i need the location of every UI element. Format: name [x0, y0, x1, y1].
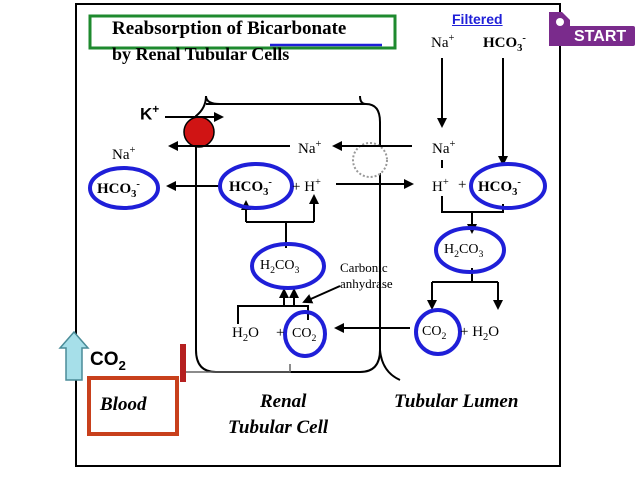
blood-na-label: Na+	[112, 145, 136, 163]
cell-membrane-bottom-right	[379, 349, 401, 381]
lumen-hco3-label: HCO3-	[478, 177, 521, 198]
lumen-label: Tubular Lumen	[394, 391, 519, 412]
start-button-shape[interactable]	[549, 12, 635, 46]
cell-hco3-highlight	[218, 162, 294, 210]
co2-exit-barrier	[180, 344, 186, 382]
cell-na-label: Na+	[298, 139, 322, 157]
lumen-plus-sign: +	[458, 177, 467, 193]
diagram-title: Reabsorption of Bicarbonate	[112, 19, 346, 38]
filtered-hco3: HCO3-	[483, 33, 526, 54]
blood-label: Blood	[100, 394, 147, 415]
cell-plus-sign: +	[276, 325, 285, 341]
cell-h-label: + H+	[292, 177, 321, 195]
na-cotransporter	[352, 142, 388, 178]
potassium-pump	[183, 116, 215, 148]
cell-membrane-top-right	[359, 95, 367, 105]
cell-label-line1: Renal	[260, 391, 307, 412]
enzyme-label-line1: Carbonic	[340, 260, 388, 275]
filtered-na: Na+	[431, 33, 455, 51]
co2-up-arrow	[58, 330, 90, 381]
lumen-na-label: Na+	[432, 139, 456, 157]
co2-exit-label: CO2	[90, 349, 126, 373]
lumen-h2o-label: + H2O	[460, 324, 500, 343]
filtered-link[interactable]: Filtered	[452, 11, 503, 27]
blood-hco3-highlight	[88, 166, 160, 210]
lumen-co2-highlight	[414, 308, 462, 356]
cell-co2-label: CO2	[292, 326, 317, 344]
co2-exit-line	[186, 364, 291, 373]
start-button[interactable]: START	[574, 28, 627, 45]
cell-co2-highlight	[283, 310, 327, 358]
cell-h2co3-highlight	[250, 242, 326, 290]
cell-label-line2: Tubular Cell	[228, 417, 329, 438]
title-keyword: Bicarbonate	[247, 18, 347, 39]
enzyme-arrow	[302, 285, 341, 304]
lumen-hco3-highlight	[469, 162, 547, 210]
cell-membrane-top-left	[205, 95, 221, 105]
enzyme-label-line2: anhydrase	[340, 276, 393, 291]
cell-hco3-label: HCO3-	[229, 177, 272, 198]
cell-h2o-label: H2O	[232, 325, 259, 344]
blood-hco3-label: HCO3-	[97, 179, 140, 200]
cell-h2co3-label: H2CO3	[260, 258, 300, 276]
diagram-subtitle: by Renal Tubular Cells	[112, 44, 290, 64]
lumen-h2co3-label: H2CO3	[444, 242, 484, 260]
blood-highlight-box	[87, 376, 179, 436]
title-highlight-box	[88, 14, 397, 50]
lumen-co2-label: CO2	[422, 324, 447, 342]
title-prefix: Reabsorption of	[112, 18, 248, 39]
cell-membrane	[195, 95, 381, 373]
lumen-h-label: H+	[432, 177, 449, 195]
outer-frame	[75, 3, 561, 467]
potassium-label: K+	[140, 102, 160, 124]
lumen-h2co3-highlight	[434, 226, 506, 274]
